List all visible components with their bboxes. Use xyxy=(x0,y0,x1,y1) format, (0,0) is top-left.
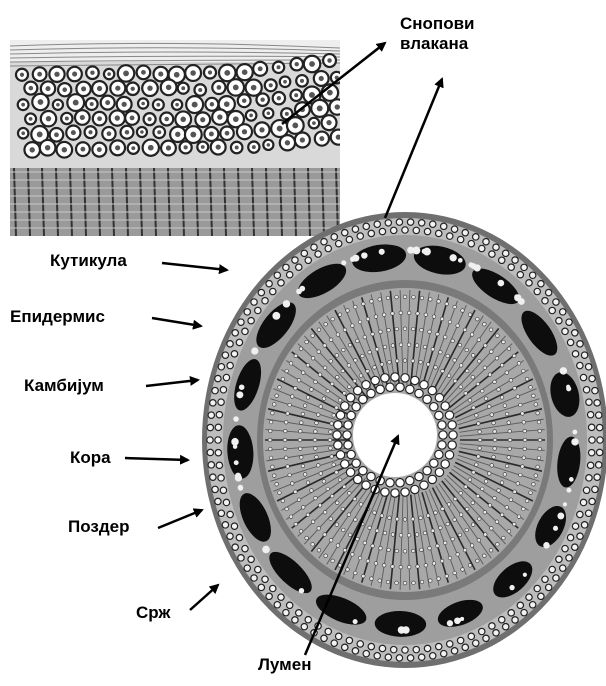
arrow-pith xyxy=(190,585,218,610)
label-pith: Срж xyxy=(136,603,171,623)
label-fiber-bundles-line2: влакана xyxy=(400,34,474,54)
label-fiber-bundles-line1: Снопови xyxy=(400,14,474,34)
lumen-cavity xyxy=(353,393,437,477)
arrow-fiber-bundles-stem xyxy=(385,79,442,218)
arrow-epidermis xyxy=(152,318,201,326)
label-cambium: Камбијум xyxy=(24,376,104,396)
label-bark: Кора xyxy=(70,448,111,468)
fiber-bundle-inset-micrograph xyxy=(10,40,346,236)
arrow-pozder xyxy=(158,510,202,528)
label-fiber-bundles: Снопови влакана xyxy=(400,14,474,54)
arrow-bark xyxy=(125,458,188,460)
stem-cross-section xyxy=(202,212,606,668)
label-lumen: Лумен xyxy=(258,655,311,675)
label-epidermis: Епидермис xyxy=(10,307,105,327)
arrow-cambium xyxy=(146,380,198,386)
label-pozder: Поздер xyxy=(68,517,129,537)
label-cuticle: Кутикула xyxy=(50,251,127,271)
arrow-cuticle xyxy=(162,263,227,270)
